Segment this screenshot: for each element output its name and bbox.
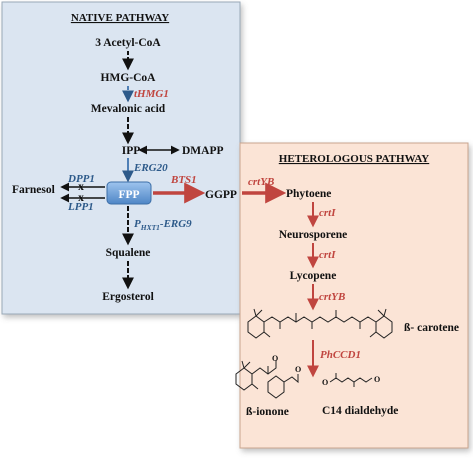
dmapp-label: DMAPP — [182, 145, 224, 157]
fpp-label: FPP — [118, 189, 139, 201]
c14-oxygen-label-left: O — [322, 378, 328, 387]
thmg1-enzyme-label: tHMG1 — [134, 88, 169, 100]
bts1-enzyme-label: BTS1 — [170, 174, 197, 186]
native-pathway-title: NATIVE PATHWAY — [71, 12, 169, 24]
heterologous-pathway-panel — [239, 142, 469, 449]
ggpp-label: GGPP — [205, 189, 237, 201]
c14-dialdehyde-structure — [329, 373, 373, 387]
crtyb-enzyme-label-1: crtYB — [248, 176, 274, 188]
ipp-label: IPP — [122, 145, 141, 157]
lpp1-enzyme-label: LPP1 — [67, 201, 94, 213]
crti-enzyme-label-1: crtI — [319, 207, 336, 219]
c13-ketone-structure — [267, 374, 299, 399]
native-pathway-panel — [1, 1, 241, 315]
beta-carotene-label: ß- carotene — [404, 322, 459, 334]
crtyb-enzyme-label-2: crtYB — [319, 291, 345, 303]
heterologous-pathway-title: HETEROLOGOUS PATHWAY — [279, 153, 430, 165]
beta-ionone-label: ß-ionone — [246, 406, 289, 418]
ergosterol-label: Ergosterol — [102, 291, 154, 303]
acetyl-coa-label: 3 Acetyl-CoA — [95, 37, 161, 49]
phytoene-label: Phytoene — [286, 188, 331, 200]
phccd1-enzyme-label: PhCCD1 — [320, 349, 361, 361]
ketone-oxygen-label: O — [295, 365, 301, 374]
mevalonic-acid-label: Mevalonic acid — [91, 103, 166, 115]
hmg-coa-label: HMG-CoA — [101, 72, 157, 84]
squalene-label: Squalene — [106, 247, 151, 259]
dpp1-enzyme-label: DPP1 — [67, 173, 95, 185]
farnesol-label: Farnesol — [12, 184, 55, 196]
ionone-oxygen-label: O — [272, 354, 278, 363]
erg20-enzyme-label: ERG20 — [133, 162, 168, 174]
beta-ionone-structure — [235, 360, 277, 391]
lycopene-label: Lycopene — [290, 270, 337, 282]
neurosporene-label: Neurosporene — [279, 229, 348, 241]
c14-oxygen-label-right: O — [374, 375, 380, 384]
c14-dialdehyde-label: C14 dialdehyde — [322, 405, 398, 417]
beta-carotene-structure — [247, 308, 393, 339]
crti-enzyme-label-2: crtI — [319, 249, 336, 261]
phxt1-erg9-promoter-label: PHXT1-ERG9 — [134, 218, 192, 232]
